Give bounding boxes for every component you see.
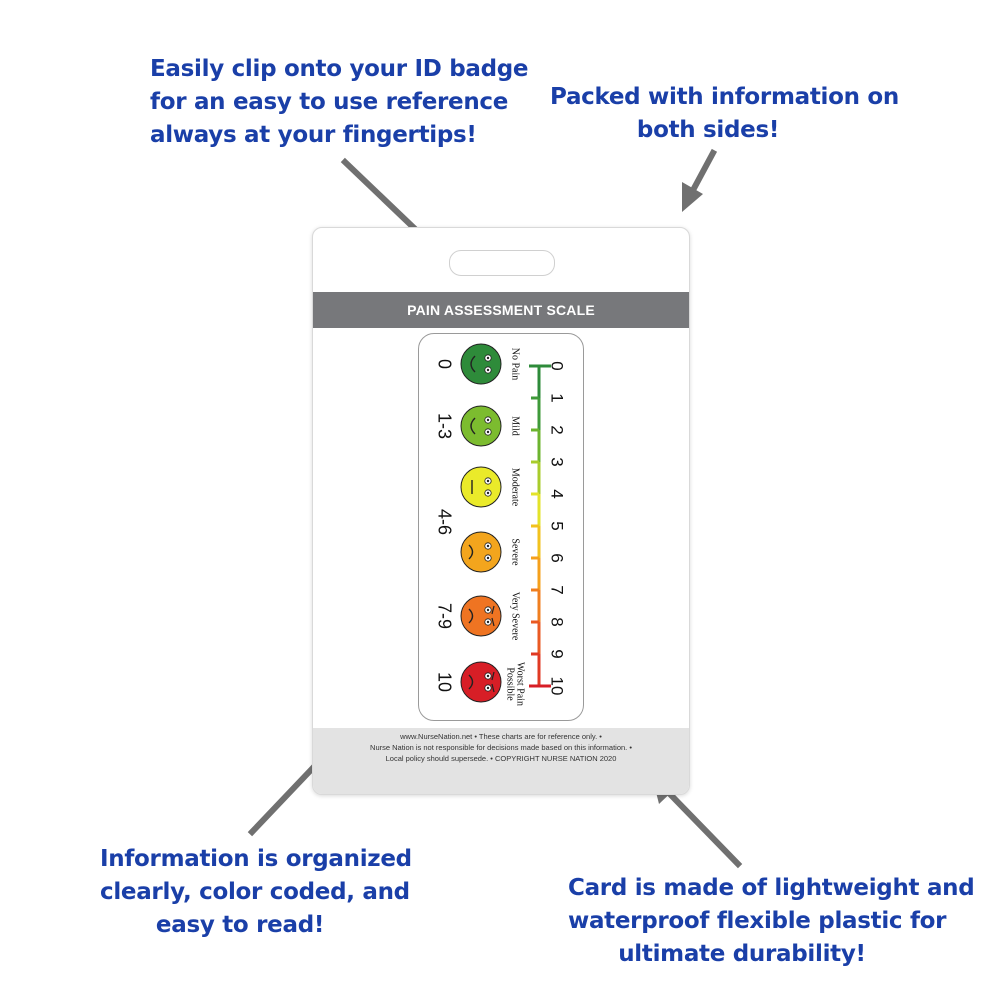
range-label-5: 10 [434, 672, 454, 692]
face-sad-icon [460, 531, 502, 573]
face-smile-icon [460, 405, 502, 447]
scale-number-9: 9 [548, 649, 567, 658]
callout-badge-line-1: Easily clip onto your ID badge [150, 56, 529, 82]
footer-line-2: Nurse Nation is not responsible for deci… [370, 743, 632, 752]
range-label-3: 4-6 [434, 509, 454, 535]
scale-number-3: 3 [548, 457, 567, 466]
arrow-to-card-corner-icon [682, 148, 718, 212]
range-label-1: 1-3 [434, 413, 454, 439]
card-footer: www.NurseNation.net • These charts are f… [313, 728, 689, 794]
scale-number-6: 6 [548, 553, 567, 562]
callout-material: Card is made of lightweight and waterpro… [568, 872, 975, 971]
scale-number-1: 1 [548, 393, 567, 402]
level-label-2: Moderate [510, 468, 521, 507]
callout-sides: Packed with information on both sides! [550, 81, 899, 147]
clip-slot [449, 250, 555, 276]
face-happy-icon [460, 343, 502, 385]
card-title: PAIN ASSESSMENT SCALE [313, 292, 689, 328]
level-label-1: Mild [510, 416, 521, 435]
callout-organized-line-1: Information is organized [100, 846, 412, 872]
face-crying-icon [460, 661, 502, 703]
scale-number-5: 5 [548, 521, 567, 530]
level-label-0: No Pain [510, 348, 521, 381]
callout-badge-line-3: always at your fingertips! [150, 122, 477, 148]
badge-card: PAIN ASSESSMENT SCALE 0 1 2 3 4 5 6 7 8 9 10 No Pai… [312, 227, 690, 795]
scale-number-4: 4 [548, 489, 567, 498]
level-label-3: Severe [510, 538, 521, 566]
footer-line-1: www.NurseNation.net • These charts are f… [400, 732, 602, 741]
callout-material-line-1: Card is made of lightweight and [568, 875, 975, 901]
callout-sides-line-2: both sides! [636, 117, 780, 143]
callout-organized-line-2: clearly, color coded, and [100, 879, 410, 905]
callout-material-line-3: ultimate durability! [618, 941, 866, 967]
callout-badge: Easily clip onto your ID badge for an ea… [150, 53, 529, 152]
scale-number-8: 8 [548, 617, 567, 626]
scale-number-2: 2 [548, 425, 567, 434]
footer-line-3: Local policy should supersede. • COPYRIG… [385, 754, 617, 763]
range-label-0: 0 [434, 359, 454, 369]
callout-badge-line-2: for an easy to use reference [150, 89, 509, 115]
face-neutral-icon [460, 466, 502, 508]
level-label-4: Very Severe [510, 592, 521, 641]
scale-number-0: 0 [548, 361, 567, 370]
range-label-4: 7-9 [434, 603, 454, 629]
level-label-worst-1: Worst Pain [515, 662, 526, 706]
callout-organized: Information is organized clearly, color … [100, 843, 412, 942]
callout-sides-line-1: Packed with information on [550, 84, 899, 110]
callout-material-line-2: waterproof flexible plastic for [568, 908, 947, 934]
scale-number-10: 10 [548, 677, 567, 696]
callout-organized-line-3: easy to read! [155, 912, 325, 938]
level-label-worst-2: Possible [505, 667, 516, 701]
face-angry-icon [460, 595, 502, 637]
scale-number-7: 7 [548, 585, 567, 594]
